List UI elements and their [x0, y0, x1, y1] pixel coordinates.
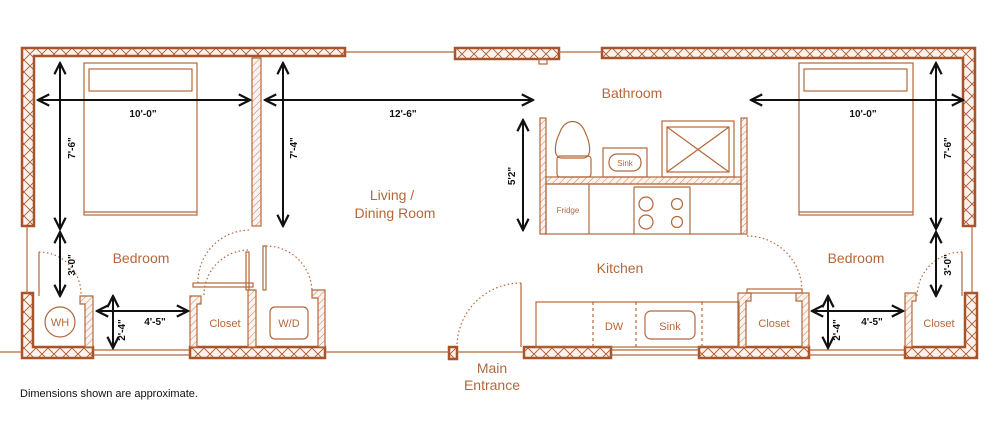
window-lines — [0, 51, 973, 356]
wall-top-left — [20, 46, 347, 228]
wall-bottom-kitchen — [522, 345, 613, 360]
bed-left — [83, 62, 198, 216]
bath-sink — [608, 153, 642, 172]
dim-right-hall-width: 4'-5" — [861, 317, 883, 328]
label-bathroom: Bathroom — [602, 85, 663, 101]
kitchen-counter-top — [545, 183, 742, 235]
approximate-dimensions-note: Dimensions shown are approximate. — [20, 388, 198, 400]
label-bedroom-left: Bedroom — [113, 250, 170, 266]
dim-left-bedroom-width: 10'-0" — [129, 109, 156, 120]
label-closet-mid: Closet — [758, 318, 789, 330]
dim-right-bedroom-lower: 3'-0" — [943, 254, 954, 276]
burner-2 — [638, 214, 654, 230]
fixtures — [44, 62, 914, 348]
label-main-1: Main — [477, 360, 507, 376]
label-kitchen-sink: Sink — [659, 321, 681, 333]
wall-entrance-post — [447, 345, 459, 361]
bed-right — [798, 62, 914, 216]
toilet — [554, 120, 591, 159]
label-dw: DW — [605, 321, 624, 333]
wall-top-right — [600, 46, 977, 228]
dim-right-bedroom-depth: 7'-6" — [943, 137, 954, 159]
dimension-labels: 10'-0" 7'-6" 3'-0" 4'-5" 2'-4" 12'-6" 7'… — [67, 109, 954, 341]
burner-4 — [670, 215, 684, 229]
exterior-walls — [20, 46, 979, 361]
room-labels: Bedroom Living / Dining Room Bathroom Ki… — [113, 85, 885, 393]
label-living-1: Living / — [370, 187, 414, 203]
burner-3 — [670, 197, 684, 211]
bath-sink-counter — [602, 147, 648, 178]
dim-left-bedroom-depth: 7'-6" — [67, 137, 78, 159]
label-kitchen: Kitchen — [597, 260, 644, 276]
burner-1 — [638, 196, 654, 212]
wall-bottom-right — [903, 291, 979, 360]
dim-bath-depth: 5'2" — [507, 167, 518, 186]
wall-bottom-closet-wd — [188, 345, 327, 360]
dim-left-hall-depth: 2'-4" — [117, 319, 128, 341]
label-main-2: Entrance — [464, 377, 520, 393]
wall-bottom-mid-closet — [697, 345, 811, 360]
doors — [38, 229, 963, 348]
label-bath-sink: Sink — [617, 159, 634, 168]
interior-walls — [79, 57, 917, 348]
kitchen-sink — [644, 310, 696, 340]
kitchen-counter-bottom — [535, 301, 740, 348]
washer-dryer — [269, 306, 309, 340]
fixture-labels: WH Closet W/D Sink Fridge DW Sink Closet… — [51, 159, 955, 333]
dim-right-bedroom-width: 10'-0" — [849, 109, 876, 120]
label-closet-right: Closet — [923, 318, 954, 330]
shower — [661, 120, 735, 178]
water-heater — [44, 306, 76, 338]
label-fridge: Fridge — [557, 206, 580, 215]
wall-top-middle — [453, 46, 561, 61]
label-wd: W/D — [278, 318, 299, 330]
dim-living-width: 12'-6" — [389, 109, 416, 120]
dim-right-hall-depth: 2'-4" — [832, 319, 843, 341]
label-wh: WH — [51, 317, 69, 329]
label-closet-left: Closet — [209, 318, 240, 330]
label-living-2: Dining Room — [355, 205, 436, 221]
dimension-lines — [38, 63, 963, 348]
label-bedroom-right: Bedroom — [828, 250, 885, 266]
dim-living-depth: 7'-4" — [289, 137, 300, 159]
dim-left-bedroom-lower: 3'-0" — [67, 254, 78, 276]
wall-bedroom-living — [251, 57, 262, 227]
dim-left-hall-width: 4'-5" — [144, 317, 166, 328]
